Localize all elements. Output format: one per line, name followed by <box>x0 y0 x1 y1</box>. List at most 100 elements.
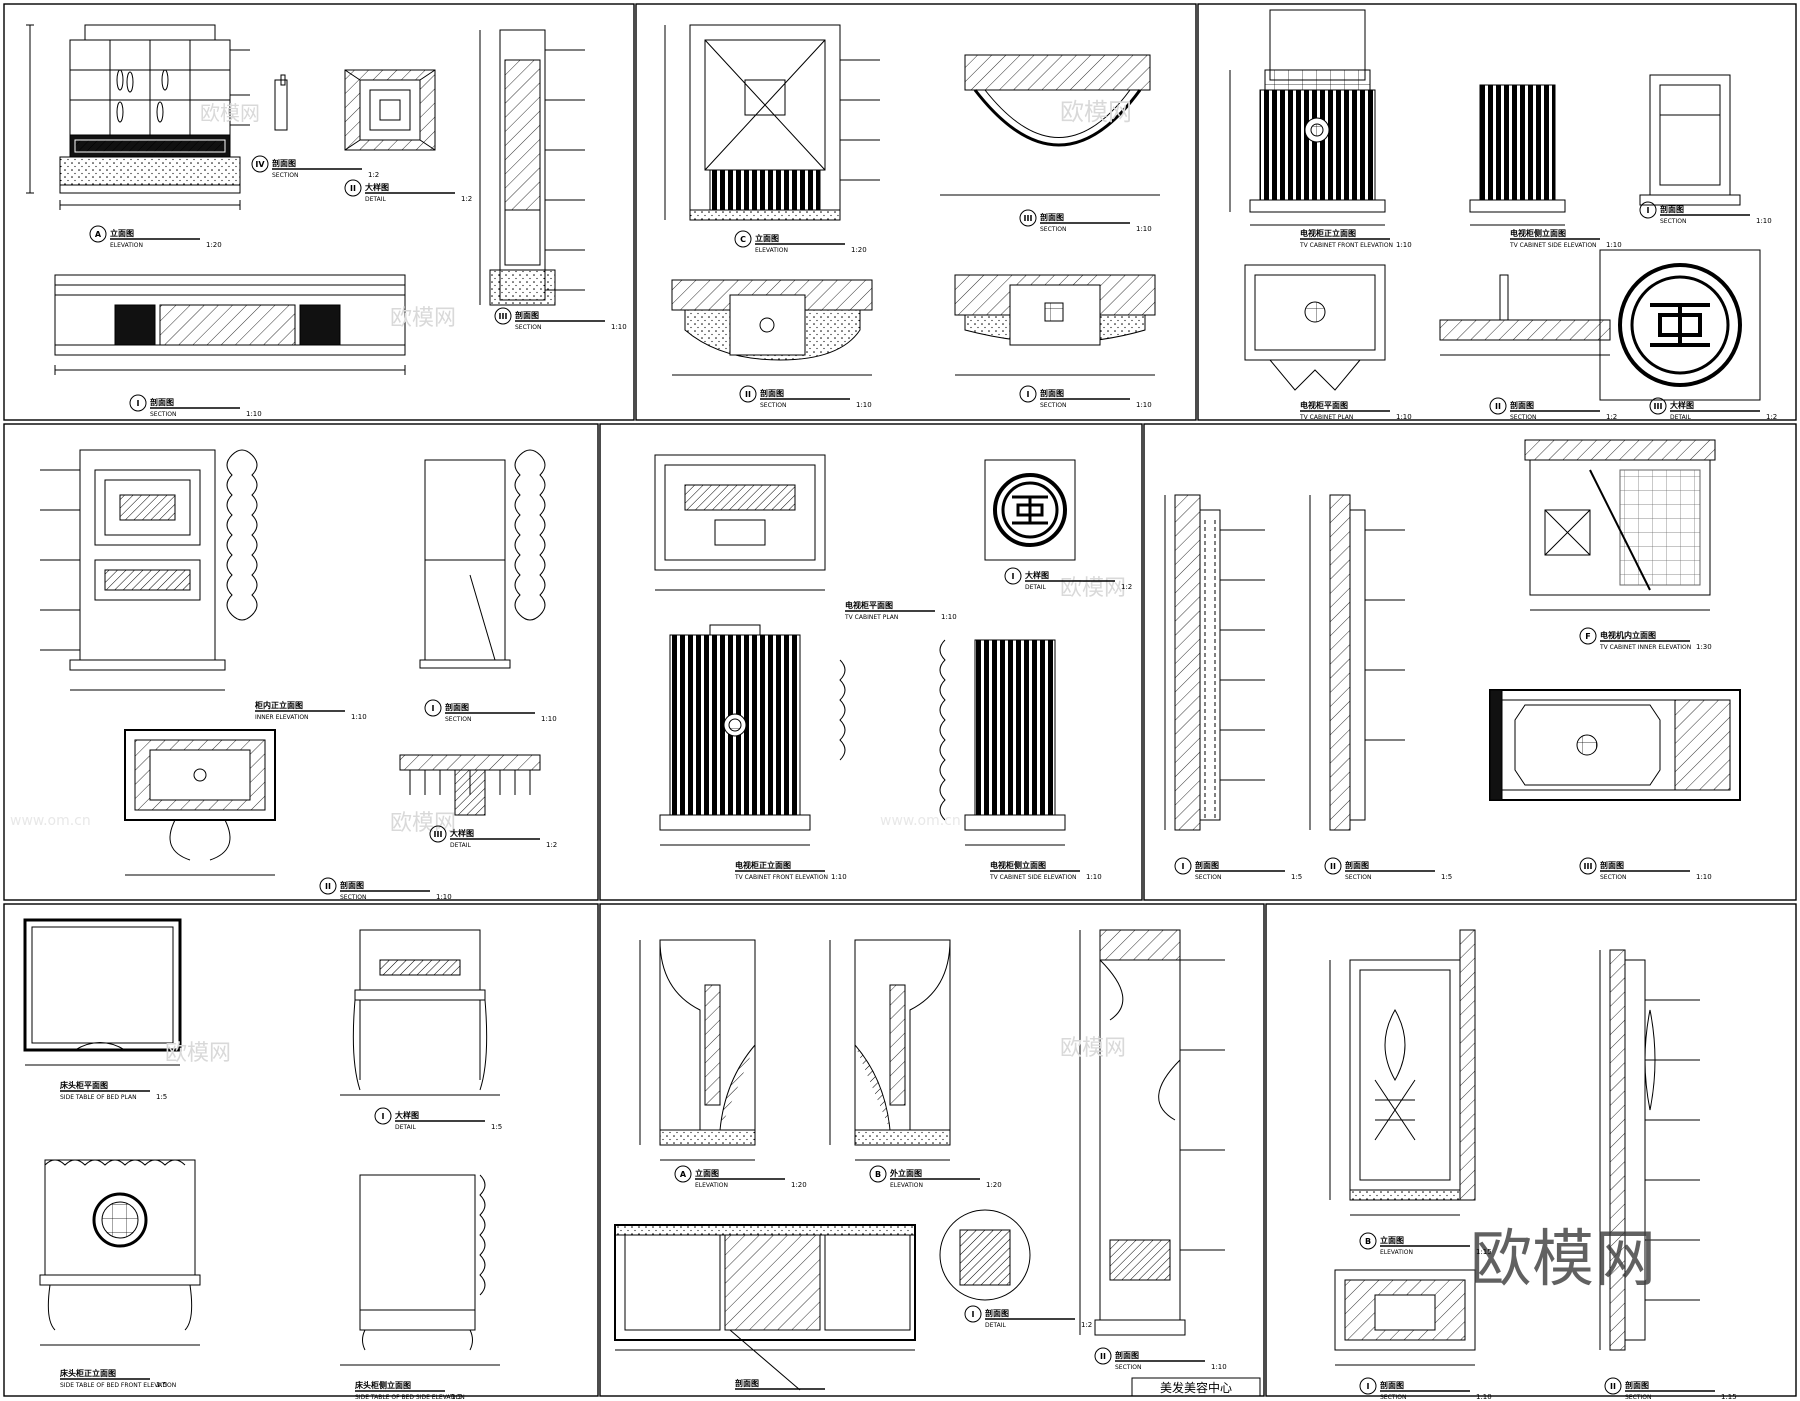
watermark-text: 欧模网 <box>200 101 260 125</box>
panel-frames <box>3 3 1797 1397</box>
title-en: SECTION <box>340 894 366 901</box>
title-scale: 1:10 <box>1136 225 1152 233</box>
title-bubble <box>1019 385 1037 403</box>
watermarks: 欧模网 欧模网 欧模网 欧模网 欧模网 欧模网 欧模网 www.om.cn ww… <box>10 98 1656 1295</box>
title-en: ELEVATION <box>755 247 788 254</box>
panel-8-drawings <box>614 929 1261 1397</box>
title-bubble <box>1324 857 1342 875</box>
title-en: TV CABINET FRONT ELEVATION <box>1299 242 1393 249</box>
title-number: III <box>1654 402 1663 411</box>
title-cn: 剖面图 <box>1510 400 1534 410</box>
title-en: SECTION <box>1195 874 1221 881</box>
title-scale: 1:10 <box>941 613 957 621</box>
title-number: II <box>325 882 331 891</box>
title-cn: 电视柜侧立面图 <box>1510 228 1566 238</box>
title-cn: 柜内正立面图 <box>254 700 303 710</box>
title-cn: 床头柜平面图 <box>60 1080 108 1090</box>
title-en: SECTION <box>1040 226 1066 233</box>
title-number: I <box>1027 390 1030 399</box>
title-cn: 电视柜平面图 <box>1300 400 1348 410</box>
title-cn: 大样图 <box>365 182 389 192</box>
title-en: TV CABINET FRONT ELEVATION <box>734 874 828 881</box>
title-en: SECTION <box>1115 1364 1141 1371</box>
panel-1-drawings <box>26 24 585 375</box>
title-scale: 1:10 <box>351 713 367 721</box>
title-en: TV CABINET SIDE ELEVATION <box>989 874 1077 881</box>
title-en: SECTION <box>1345 874 1371 881</box>
title-number: III <box>434 830 443 839</box>
title-scale: 1:5 <box>156 1381 167 1389</box>
title-scale: 1:10 <box>1756 217 1772 225</box>
watermark-text: 欧模网 <box>1060 1036 1126 1061</box>
title-en: SIDE TABLE OF BED PLAN <box>60 1094 137 1101</box>
title-scale: 1:20 <box>206 241 222 249</box>
title-number: B <box>875 1170 881 1179</box>
title-cn: 电视柜正立面图 <box>1300 228 1356 238</box>
title-scale: 1:30 <box>1696 643 1712 651</box>
title-bubble <box>1579 857 1597 875</box>
title-scale: 1:5 <box>1291 873 1302 881</box>
panel-3-drawings <box>1229 9 1761 401</box>
title-en: DETAIL <box>985 1322 1006 1329</box>
title-cn: 剖面图 <box>1380 1380 1404 1390</box>
watermark-text: 欧模网 <box>390 811 456 836</box>
title-cn: 电视柜平面图 <box>845 600 893 610</box>
title-bubble <box>734 230 752 248</box>
title-scale: 1:10 <box>856 401 872 409</box>
title-cn: 电视柜侧立面图 <box>990 860 1046 870</box>
title-en: DETAIL <box>365 196 386 203</box>
title-scale: 1:2 <box>1606 413 1617 421</box>
title-number: II <box>1100 1352 1106 1361</box>
title-number: II <box>1330 862 1336 871</box>
title-scale: 1:5 <box>451 1393 462 1401</box>
title-scale: 1:20 <box>791 1181 807 1189</box>
title-scale: 1:5 <box>491 1123 502 1131</box>
title-cn: 剖面图 <box>1345 860 1369 870</box>
title-cn: 剖面图 <box>985 1308 1009 1318</box>
title-bubble <box>319 877 337 895</box>
title-scale: 1:10 <box>1476 1393 1492 1401</box>
title-scale: 1:2 <box>368 171 379 179</box>
watermark-text: 欧模网 <box>1060 576 1126 601</box>
title-en: TV CABINET PLAN <box>1299 414 1353 421</box>
title-number: I <box>1182 862 1185 871</box>
title-en: ELEVATION <box>110 242 143 249</box>
title-en: SECTION <box>1040 402 1066 409</box>
watermark-site: www.om.cn <box>880 813 961 829</box>
title-scale: 1:2 <box>546 841 557 849</box>
title-bubble <box>429 825 447 843</box>
title-number: F <box>1585 632 1590 641</box>
title-cn: 剖面图 <box>1040 388 1064 398</box>
title-number: I <box>1367 1382 1370 1391</box>
title-bubble <box>251 155 269 173</box>
panel-2-drawings <box>664 24 1160 376</box>
title-number: B <box>1365 1237 1371 1246</box>
title-en: TV CABINET SIDE ELEVATION <box>1509 242 1597 249</box>
title-en: SIDE TABLE OF BED SIDE ELEVATION <box>355 1394 465 1401</box>
panel-6-drawings <box>1164 439 1741 831</box>
title-bubble <box>1019 209 1037 227</box>
title-en: ELEVATION <box>890 1182 923 1189</box>
title-number: II <box>350 184 356 193</box>
